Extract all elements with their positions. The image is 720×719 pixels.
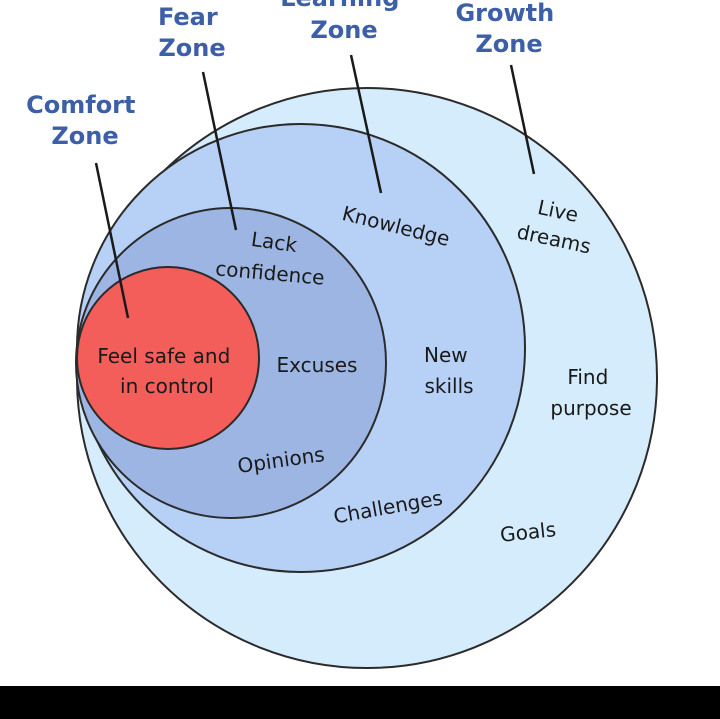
fear-item-excuses: Excuses xyxy=(277,353,358,377)
comfort-zone-title: Comfort Zone xyxy=(26,91,144,150)
learning-item-new-skills: New skills xyxy=(424,343,474,398)
fear-zone-title: Fear Zone xyxy=(158,3,226,62)
fear-pointer-line xyxy=(201,71,238,231)
growth-item-goals: Goals xyxy=(499,517,557,547)
growth-item-find-purpose: Find purpose xyxy=(550,365,631,420)
bottom-black-bar xyxy=(0,686,720,719)
learning-zone-title: Learning Zone xyxy=(280,0,408,44)
growth-pointer-line xyxy=(509,64,536,175)
comfort-zone-diagram: Fear Zone Learning Zone Growth Zone Comf… xyxy=(26,0,658,669)
comfort-pointer-line xyxy=(94,162,130,319)
learning-pointer-line xyxy=(349,54,383,194)
comfort-zone-description: Feel safe and in control xyxy=(97,344,236,398)
comfort-zone-circle xyxy=(76,266,260,450)
growth-zone-title: Growth Zone xyxy=(455,0,562,58)
